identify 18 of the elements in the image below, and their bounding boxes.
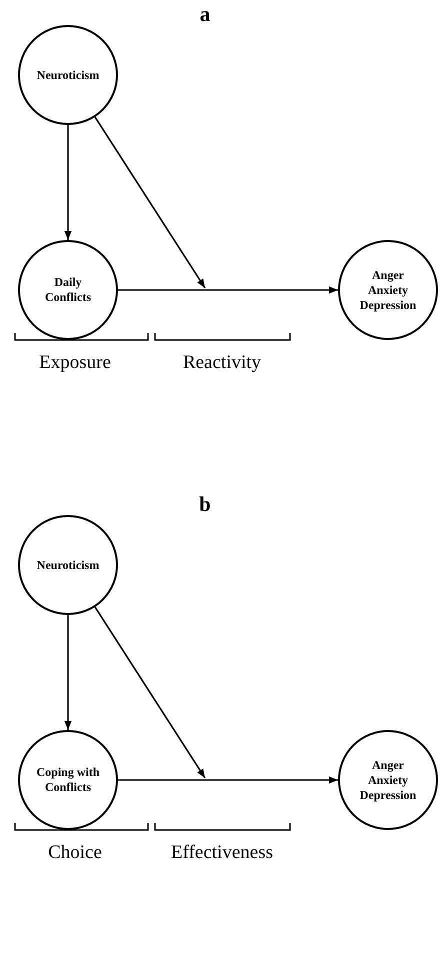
node-label: Anger Anxiety Depression	[358, 758, 418, 802]
node-label: Neuroticism	[36, 68, 100, 82]
node-label: Neuroticism	[36, 558, 100, 572]
bracket-label: Choice	[48, 842, 102, 864]
node-label: Daily Conflicts	[44, 275, 92, 305]
arrow	[94, 116, 206, 288]
arrow	[64, 125, 72, 240]
node-label: Coping with Conflicts	[35, 765, 101, 795]
node-label: Anger Anxiety Depression	[358, 268, 418, 312]
arrow	[118, 286, 338, 294]
arrow	[94, 606, 206, 778]
arrow	[64, 615, 72, 730]
bracket-label: Reactivity	[182, 352, 262, 374]
panel-label: a	[200, 2, 210, 27]
arrow	[118, 776, 338, 784]
bracket-label: Exposure	[39, 352, 111, 374]
bracket-label: Effectiveness	[171, 842, 273, 864]
panel-label: b	[199, 492, 211, 517]
